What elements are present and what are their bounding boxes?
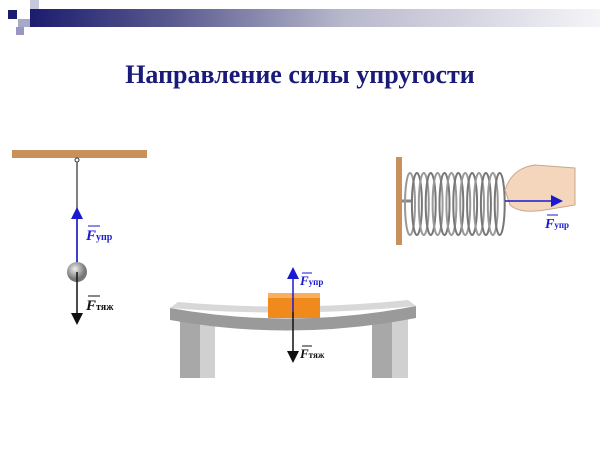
svg-text:Fтяж: Fтяж <box>299 346 325 361</box>
wall <box>396 157 402 245</box>
stretched-spring-diagram: Fупр <box>396 157 576 245</box>
spring-coil <box>493 172 506 236</box>
spring-coil <box>479 172 492 236</box>
spring-coil <box>431 172 444 236</box>
decor-square <box>18 19 30 27</box>
spring-coils <box>404 172 506 236</box>
spring-coil <box>424 172 437 236</box>
header-gradient-bar <box>30 9 600 27</box>
spring-coil <box>410 172 423 236</box>
bent-beam-diagram: Fупр Fтяж <box>170 267 416 378</box>
svg-text:Fупр: Fупр <box>544 217 569 232</box>
spring-coil <box>438 172 451 236</box>
hand <box>504 164 576 212</box>
bent-board <box>170 306 416 331</box>
svg-text:Fтяж: Fтяж <box>85 298 114 314</box>
decor-square <box>16 27 24 35</box>
spring-coil <box>486 172 499 236</box>
decor-square <box>30 0 39 9</box>
spring-coil <box>445 172 458 236</box>
spring-coil <box>417 172 430 236</box>
slide-title: Направление силы упругости <box>125 60 475 89</box>
svg-text:Fупр: Fупр <box>85 228 113 244</box>
spring-coil <box>452 172 465 236</box>
svg-text:Fупр: Fупр <box>299 273 323 288</box>
decor-square <box>8 10 17 19</box>
spring-coil <box>404 172 416 236</box>
spring-coil <box>466 172 479 236</box>
spring-coil <box>459 172 472 236</box>
hanging-ball-diagram: Fупр Fтяж <box>12 150 147 325</box>
ceiling-beam <box>12 150 147 158</box>
spring-coil <box>473 172 485 236</box>
